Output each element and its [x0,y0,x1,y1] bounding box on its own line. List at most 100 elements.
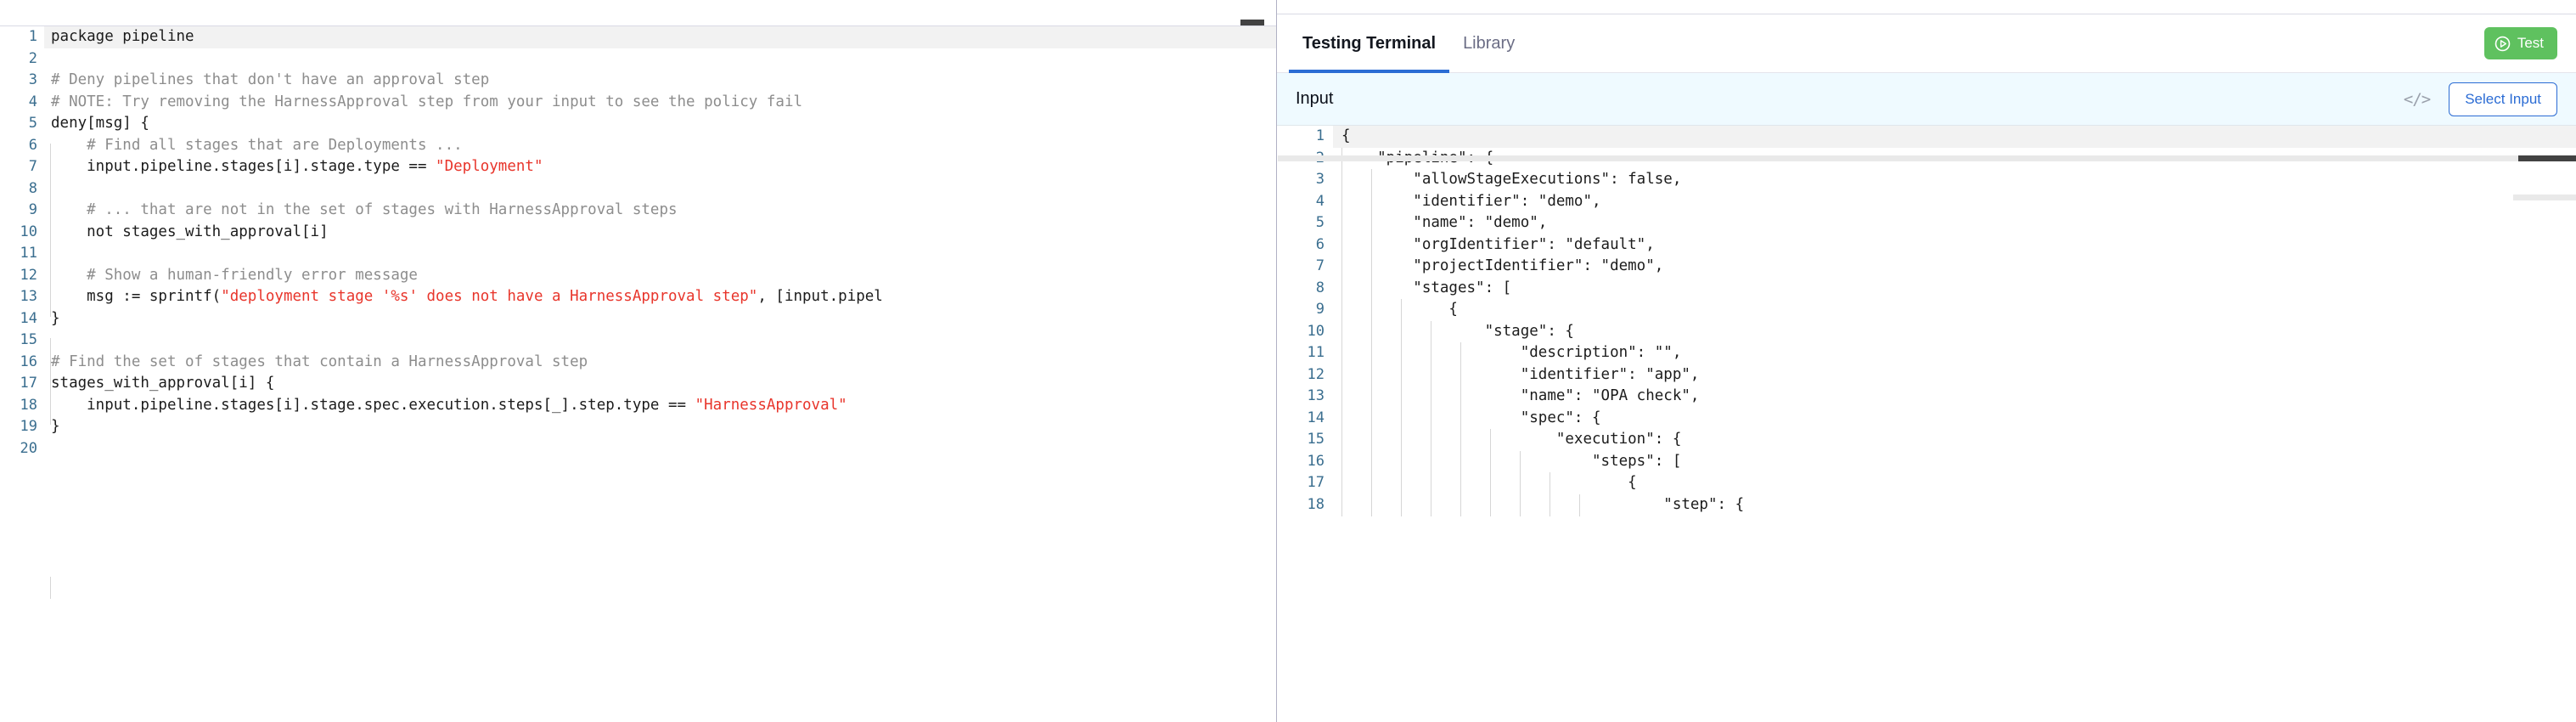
json-line-text: "execution": { [1333,429,2576,451]
indent-guide [1371,494,1372,516]
indent-guide [1460,364,1461,386]
indent-guide [1520,450,1521,473]
tab-label: Library [1463,33,1516,53]
json-line[interactable]: 1{ [1277,126,2576,148]
indent-guide [1460,407,1461,430]
code-line[interactable]: 4# NOTE: Try removing the HarnessApprova… [0,92,1276,114]
json-line[interactable]: 5 "name": "demo", [1277,212,2576,234]
tab-testing-terminal[interactable]: Testing Terminal [1289,14,1450,73]
code-token: deny[msg] { [51,115,149,132]
code-line[interactable]: 15 [0,330,1276,352]
json-line[interactable]: 3 "allowStageExecutions": false, [1277,169,2576,191]
code-line-text: stages_with_approval[i] { [44,373,1276,395]
indent-guide [1371,277,1372,300]
input-vertical-scrollbar-track[interactable] [2513,195,2576,200]
code-line-text: input.pipeline.stages[i].stage.type == "… [44,156,1276,178]
json-line[interactable]: 18 "step": { [1277,494,2576,516]
code-token: # Deny pipelines that don't have an appr… [51,71,490,88]
json-line[interactable]: 16 "steps": [ [1277,450,2576,473]
json-line-text: "projectIdentifier": "demo", [1333,256,2576,278]
indent-guide [1401,407,1402,430]
json-line-text: { [1333,126,2576,148]
json-line[interactable]: 15 "execution": { [1277,429,2576,451]
indent-guide [1490,472,1491,494]
json-line[interactable]: 9 { [1277,299,2576,321]
code-line[interactable]: 20 [0,438,1276,460]
code-line-text [44,243,1276,265]
json-line[interactable]: 7 "projectIdentifier": "demo", [1277,256,2576,278]
code-line[interactable]: 11 [0,243,1276,265]
test-button[interactable]: Test [2483,27,2557,59]
tab-library[interactable]: Library [1449,14,1528,73]
code-line[interactable]: 12 # Show a human-friendly error message [0,265,1276,287]
json-line[interactable]: 12 "identifier": "app", [1277,364,2576,386]
code-token: } [51,418,60,435]
json-line-text: "allowStageExecutions": false, [1333,169,2576,191]
code-line[interactable]: 19} [0,416,1276,438]
code-token: # Find the set of stages that contain a … [51,353,588,370]
json-line[interactable]: 17 { [1277,472,2576,494]
code-line[interactable]: 10 not stages_with_approval[i] [0,222,1276,244]
code-token: , [input.pipel [757,288,883,305]
indent-guide [1460,386,1461,408]
code-line-text: } [44,416,1276,438]
indent-guide [1341,494,1342,516]
code-line[interactable]: 9 # ... that are not in the set of stage… [0,200,1276,222]
indent-guide [1341,212,1342,234]
code-line-text: # ... that are not in the set of stages … [44,200,1276,222]
code-line[interactable]: 3# Deny pipelines that don't have an app… [0,70,1276,92]
json-line-text: "stage": { [1333,320,2576,343]
indent-guide [1341,407,1342,430]
line-number: 11 [20,245,37,262]
json-line[interactable]: 13 "name": "OPA check", [1277,386,2576,408]
code-line[interactable]: 2 [0,48,1276,71]
code-line[interactable]: 8 [0,178,1276,200]
json-line[interactable]: 10 "stage": { [1277,320,2576,343]
select-input-button[interactable]: Select Input [2449,82,2557,116]
code-line[interactable]: 7 input.pipeline.stages[i].stage.type ==… [0,156,1276,178]
input-json-area[interactable]: 1{2 "pipeline": {3 "allowStageExecutions… [1277,126,2576,682]
play-circle-icon [2494,36,2511,52]
line-number: 13 [20,288,37,305]
indent-guide [1579,494,1580,516]
indent-guide [1371,450,1372,473]
code-line[interactable]: 16# Find the set of stages that contain … [0,352,1276,374]
json-line[interactable]: 8 "stages": [ [1277,277,2576,300]
code-line-text: not stages_with_approval[i] [44,222,1276,244]
json-line[interactable]: 11 "description": "", [1277,342,2576,364]
indent-guide [1341,429,1342,451]
editor-horizontal-scrollbar[interactable] [1240,20,1264,25]
input-horizontal-scrollbar[interactable] [2518,155,2576,161]
indent-guide [1371,212,1372,234]
code-line-text: input.pipeline.stages[i].stage.spec.exec… [44,395,1276,417]
indent-guide [1371,472,1372,494]
code-line-text: # Show a human-friendly error message [44,265,1276,287]
indent-guide [1401,342,1402,364]
line-number: 8 [1315,279,1325,296]
json-line[interactable]: 6 "orgIdentifier": "default", [1277,234,2576,257]
code-line[interactable]: 18 input.pipeline.stages[i].stage.spec.e… [0,395,1276,417]
code-line[interactable]: 13 msg := sprintf("deployment stage '%s'… [0,286,1276,308]
indent-guide [1371,320,1372,343]
indent-guide [1341,450,1342,473]
code-view-icon[interactable]: </> [2403,89,2431,109]
code-line[interactable]: 6 # Find all stages that are Deployments… [0,135,1276,157]
indent-guide [1341,256,1342,278]
indent-guide [1401,364,1402,386]
json-line[interactable]: 14 "spec": { [1277,407,2576,430]
json-line[interactable]: 4 "identifier": "demo", [1277,190,2576,213]
line-number: 3 [1315,171,1325,188]
line-number: 14 [1307,409,1325,426]
line-number: 1 [1315,127,1325,144]
code-line[interactable]: 14} [0,308,1276,330]
code-line-text: # Find all stages that are Deployments .… [44,135,1276,157]
line-number: 10 [20,223,37,240]
json-line-text: "step": { [1333,494,2576,516]
json-line-text: "spec": { [1333,407,2576,430]
json-line-text: "identifier": "demo", [1333,190,2576,213]
indent-guide [50,144,51,317]
